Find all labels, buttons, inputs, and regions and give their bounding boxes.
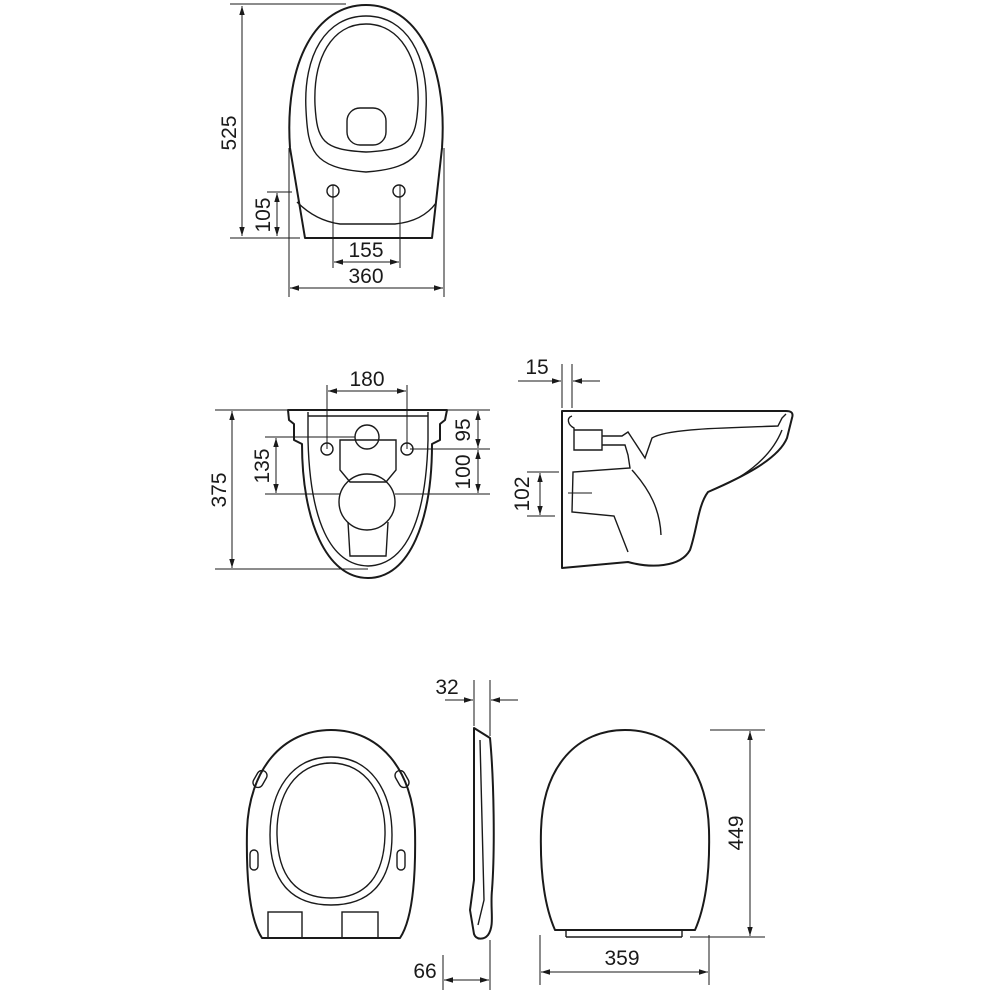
dim-top-to-bolt: 95 (452, 418, 475, 441)
seat-side-view (469, 727, 495, 940)
dim-fixing-height: 105 (252, 197, 275, 232)
dim-bolt-spacing: 180 (349, 368, 384, 391)
dim-overall-length-bottom: 375 (208, 472, 231, 507)
dim-outlet-height: 102 (511, 476, 534, 511)
lid-dimensions: 359 449 (539, 729, 765, 985)
dim-fixing-spacing: 155 (348, 239, 383, 262)
dim-seat-length: 449 (725, 815, 748, 850)
dim-seat-width: 359 (604, 947, 639, 970)
seat-lid-view (539, 729, 711, 938)
dim-overall-width: 360 (348, 265, 383, 288)
top-view-dimensions: 525 105 155 360 (218, 3, 445, 297)
toilet-top-view (288, 4, 444, 239)
dim-seat-thickness: 32 (435, 676, 458, 699)
bottom-view-dimensions: 180 375 135 95 100 (208, 368, 490, 570)
dim-wall-offset: 15 (525, 356, 548, 379)
dim-hinge-depth: 66 (413, 960, 436, 983)
dim-overall-length: 525 (218, 115, 241, 150)
seat-side-dimensions: 32 66 (413, 676, 518, 990)
side-view-dimensions: 15 102 (511, 356, 600, 517)
dim-inlet-offset: 135 (251, 448, 274, 483)
dim-bolt-to-outlet: 100 (452, 454, 475, 489)
seat-top-view (245, 729, 417, 939)
toilet-side-view (561, 410, 794, 569)
